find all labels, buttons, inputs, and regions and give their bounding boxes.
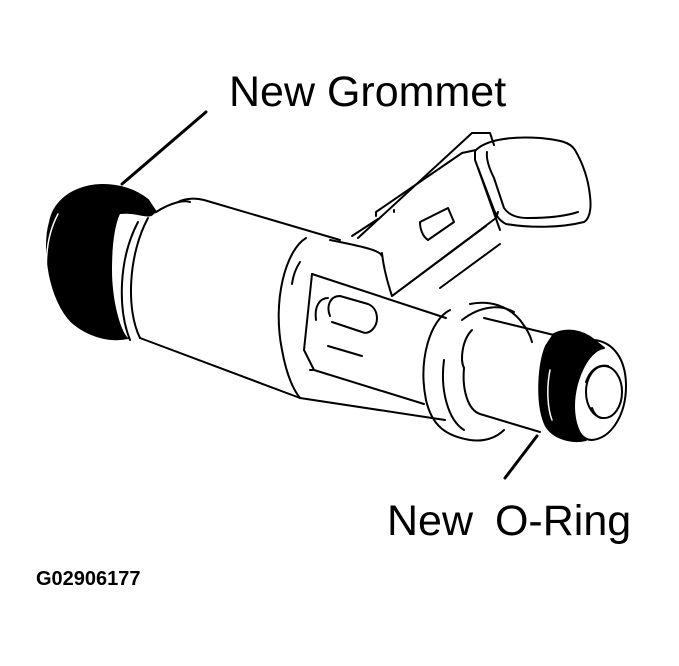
o-ring: [539, 331, 604, 441]
figure-id: G02906177: [36, 568, 141, 590]
electrical-connector: [352, 133, 591, 296]
oring-callout-label: New O-Ring: [387, 497, 632, 545]
injector-mid-collar: [304, 274, 558, 441]
injector-inlet: [122, 201, 190, 340]
oring-leader-line: [505, 436, 537, 478]
grommet-callout-label: New Grommet: [229, 68, 507, 116]
grommet: [46, 185, 156, 339]
nozzle-tip: [574, 340, 626, 440]
grommet-leader-line: [122, 112, 206, 184]
injector-body: [140, 199, 445, 420]
